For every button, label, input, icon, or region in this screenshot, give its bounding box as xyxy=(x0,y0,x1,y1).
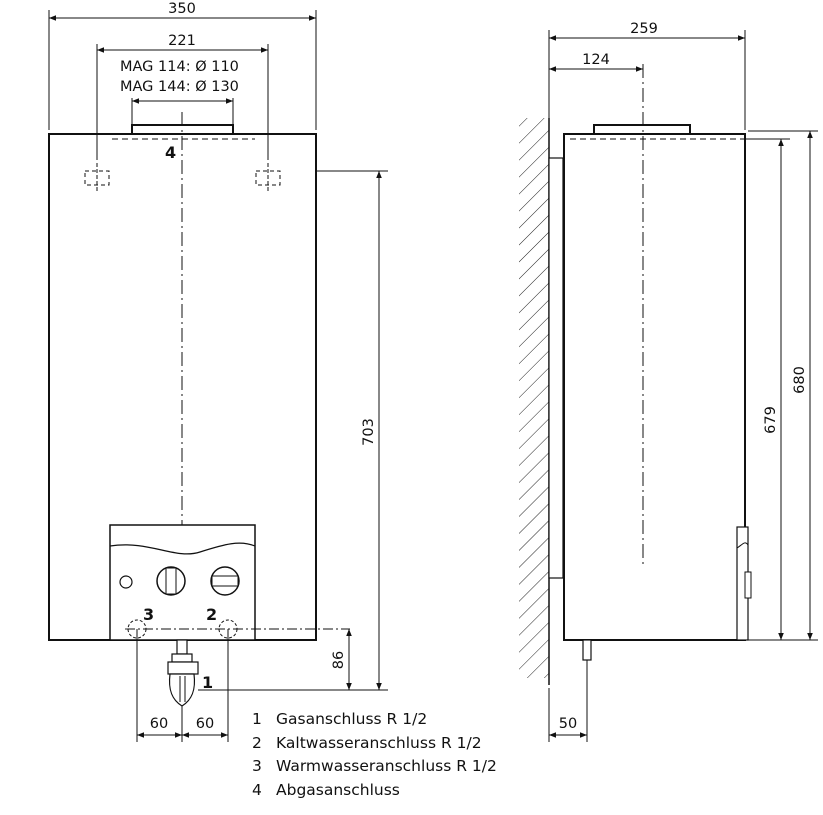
dim-height-703: 703 xyxy=(361,418,377,446)
front-dimensions: 350 221 MAG 114: Ø 110 MAG 144: Ø 130 70… xyxy=(48,1,388,742)
legend-item: 2 Kaltwasseranschluss R 1/2 xyxy=(252,732,497,756)
callout-1: 1 xyxy=(202,673,213,692)
mount-hook-right xyxy=(255,163,281,192)
temperature-knob-left xyxy=(156,566,186,596)
wall-hatching xyxy=(519,118,549,678)
dim-height-680: 680 xyxy=(792,366,808,394)
mounting-rail xyxy=(548,157,564,579)
legend-number: 1 xyxy=(252,710,262,728)
side-gas-stub xyxy=(582,639,592,661)
dim-spacing-221: 221 xyxy=(168,33,196,49)
dim-pipe-right-60: 60 xyxy=(196,716,214,732)
side-body-outline xyxy=(563,133,746,641)
front-flue-collar xyxy=(131,124,234,134)
legend-text: Gasanschluss R 1/2 xyxy=(276,710,428,728)
legend-number: 4 xyxy=(252,780,262,799)
dim-height-679: 679 xyxy=(763,406,779,434)
flue-label-mag144: MAG 144: Ø 130 xyxy=(120,79,239,95)
side-dimensions: 259 124 679 680 50 xyxy=(548,21,818,742)
legend-number: 2 xyxy=(252,733,262,752)
dim-width-350: 350 xyxy=(168,1,196,17)
temperature-knob-right xyxy=(210,566,240,596)
legend: 1 Gasanschluss R 1/2 2 Kaltwasseranschluss… xyxy=(252,708,497,802)
side-flue-collar xyxy=(593,124,691,134)
callout-4: 4 xyxy=(165,143,176,162)
dim-depth-124: 124 xyxy=(582,52,610,68)
front-view xyxy=(48,112,357,707)
dim-offset-50: 50 xyxy=(559,716,577,732)
control-panel-curve xyxy=(109,542,256,555)
mount-hook-left xyxy=(84,163,110,192)
flue-label-mag114: MAG 114: Ø 110 xyxy=(120,59,239,75)
gas-valve xyxy=(167,639,199,707)
legend-number: 3 xyxy=(252,757,262,775)
side-view xyxy=(519,64,752,685)
legend-text: Kaltwasseranschluss R 1/2 xyxy=(276,733,482,752)
legend-text: Abgasanschluss xyxy=(276,780,400,799)
dim-pipe-left-60: 60 xyxy=(150,716,168,732)
callout-3: 3 xyxy=(143,605,154,624)
legend-item: 4 Abgasanschluss xyxy=(252,779,497,803)
legend-text: Warmwasseranschluss R 1/2 xyxy=(276,757,497,775)
callout-2: 2 xyxy=(206,605,217,624)
dim-height-86: 86 xyxy=(331,651,347,669)
legend-item: 1 Gasanschluss R 1/2 xyxy=(252,708,497,732)
indicator-light xyxy=(119,575,133,589)
dim-depth-259: 259 xyxy=(630,21,658,37)
legend-item: 3 Warmwasseranschluss R 1/2 xyxy=(252,755,497,779)
